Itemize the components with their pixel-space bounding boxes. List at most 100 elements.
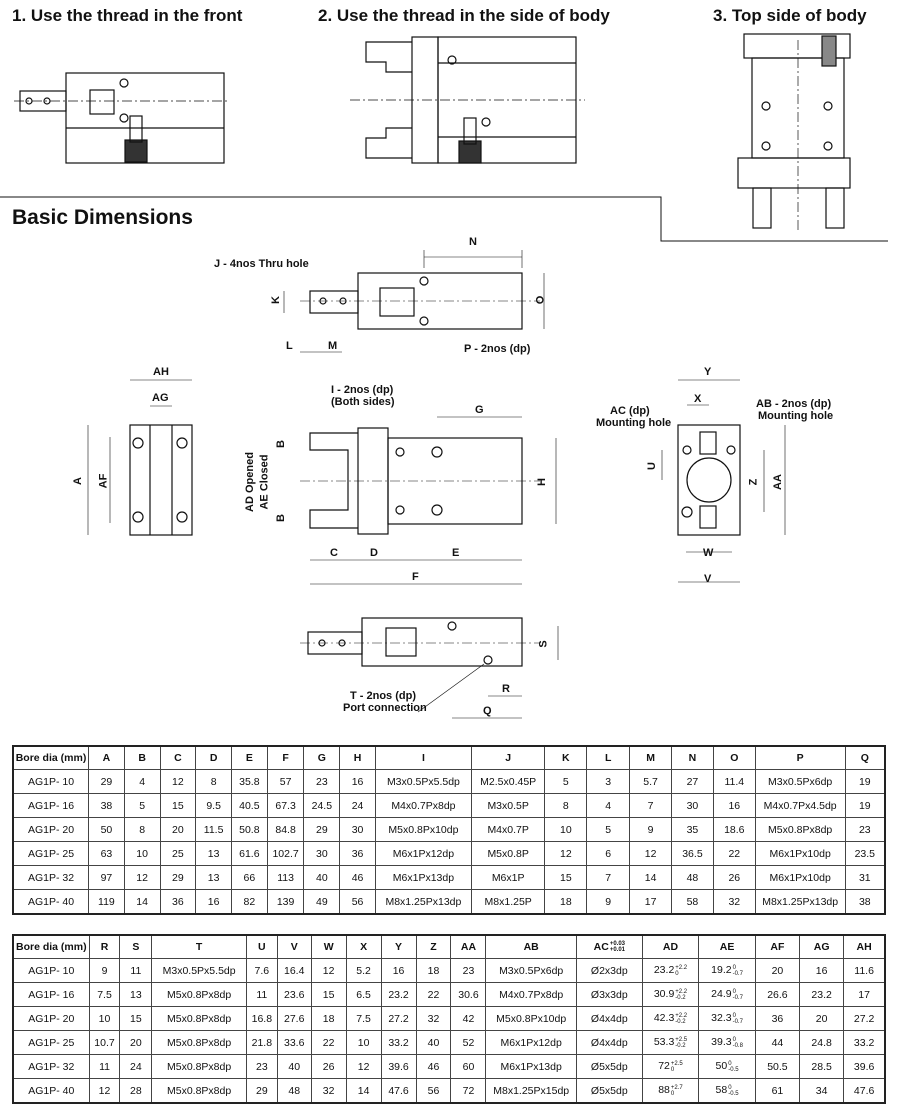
table-cell: 12 — [159, 769, 197, 794]
tolerance: 0-0.5 — [728, 1061, 738, 1073]
table-cell: 16 — [799, 958, 845, 983]
table-cell: 28.5 — [799, 1054, 845, 1079]
column-header: Z — [415, 934, 452, 959]
table-cell: 33.6 — [276, 1030, 312, 1055]
tolerance-upper: 0 — [732, 988, 736, 995]
table-cell: AG1P- 10 — [12, 958, 90, 983]
table-cell: 34 — [799, 1078, 845, 1104]
table-cell: 39.6 — [380, 1054, 417, 1079]
table-cell: 30 — [303, 841, 341, 866]
table-cell: 97 — [88, 865, 125, 890]
tolerance-lower: 0 — [670, 1090, 675, 1097]
tolerance: +2.2-0.2 — [675, 989, 687, 1001]
table-cell: 22 — [415, 982, 452, 1007]
tolerance-upper: 0 — [732, 964, 736, 971]
table-cell: 7 — [586, 865, 631, 890]
view-basic-bottom — [300, 617, 559, 719]
table-cell: M8x1.25Px13dp — [374, 889, 472, 915]
table-cell: 15 — [310, 982, 347, 1007]
column-header: K — [544, 745, 588, 770]
table-cell: 15 — [544, 865, 588, 890]
table-cell: AG1P- 40 — [12, 889, 90, 915]
table-cell: Ø3x3dp — [575, 982, 643, 1007]
tolerance-lower: -0.2 — [675, 994, 686, 1001]
table-cell: AG1P- 16 — [12, 982, 90, 1007]
table-cell-ae: 580-0.5 — [698, 1078, 756, 1104]
table-cell: 10.7 — [88, 1030, 121, 1055]
table-cell: 11 — [88, 1054, 121, 1079]
table-cell: 19 — [844, 793, 886, 818]
table-cell-ad: 42.3+2.2-0.2 — [641, 1006, 700, 1031]
dim-C: C — [330, 547, 338, 559]
table-cell: 40.5 — [230, 793, 268, 818]
dim-D: D — [370, 547, 378, 559]
table-cell: 23.2 — [799, 982, 845, 1007]
table-cell: M8x1.25Px13dp — [754, 889, 846, 915]
heading-top-side: 3. Top side of body — [713, 6, 867, 25]
column-header-label: AC — [593, 940, 609, 953]
table-cell: 58 — [671, 889, 714, 915]
dim-X: X — [694, 393, 702, 405]
table-cell: 7.6 — [245, 958, 278, 983]
table-cell: M5x0.8Px8dp — [151, 1078, 247, 1104]
table-cell: M2.5x0.45P — [470, 769, 546, 794]
table-cell: 14 — [629, 865, 673, 890]
table-cell: 26 — [712, 865, 756, 890]
tolerance-upper: 0 — [728, 1084, 732, 1091]
table-cell: 50.8 — [230, 817, 268, 842]
tolerance-lower: -0.5 — [728, 1066, 739, 1073]
table-cell: 27 — [671, 769, 714, 794]
table-cell: 33.2 — [843, 1030, 886, 1055]
table-cell: 40 — [303, 865, 341, 890]
table-cell: 61 — [754, 1078, 801, 1104]
table-cell: 72 — [450, 1078, 487, 1104]
dim-N: N — [469, 236, 477, 248]
dim-M: M — [328, 340, 338, 352]
table-cell: 67.3 — [266, 793, 305, 818]
column-header: G — [303, 745, 341, 770]
tolerance: 0-0.7 — [733, 965, 743, 977]
dim-AG: AG — [152, 392, 169, 404]
table-cell: 12 — [544, 841, 588, 866]
table-cell: 12 — [629, 841, 673, 866]
dim-B-bottom: B — [274, 514, 287, 522]
column-header: B — [123, 745, 161, 770]
table-cell: 24 — [119, 1054, 153, 1079]
table-cell: M6x1Px13dp — [374, 865, 472, 890]
table-cell: M5x0.8Px8dp — [151, 982, 247, 1007]
table-cell: 14 — [345, 1078, 382, 1104]
table-cell: 24.5 — [303, 793, 341, 818]
table-cell: M5x0.8Px8dp — [151, 1054, 247, 1079]
table-cell: Ø4x4dp — [575, 1030, 643, 1055]
tolerance-lower: 0 — [670, 1066, 675, 1073]
table-cell: 119 — [88, 889, 125, 915]
table-cell: M4x0.7Px8dp — [374, 793, 472, 818]
tolerance-lower: +0.01 — [609, 947, 625, 954]
view-front-thread — [14, 72, 230, 164]
tolerance-lower: -0.5 — [728, 1090, 739, 1097]
table-cell: 50 — [88, 817, 125, 842]
table-cell: 42 — [450, 1006, 487, 1031]
table-cell: 5 — [123, 793, 161, 818]
column-header: H — [339, 745, 376, 770]
table-cell: 23.2 — [380, 982, 417, 1007]
table-cell: 35.8 — [230, 769, 268, 794]
table-cell: 7.5 — [88, 982, 121, 1007]
dim-AA: AA — [771, 474, 784, 490]
column-header: N — [671, 745, 714, 770]
heading-basic-dimensions: Basic Dimensions — [12, 206, 193, 229]
table-cell: 20 — [159, 817, 197, 842]
table-cell: 23 — [450, 958, 487, 983]
table-cell: 11 — [119, 958, 153, 983]
table-cell: 12 — [88, 1078, 121, 1104]
table-cell: 16.8 — [245, 1006, 278, 1031]
table-cell: 30 — [339, 817, 376, 842]
